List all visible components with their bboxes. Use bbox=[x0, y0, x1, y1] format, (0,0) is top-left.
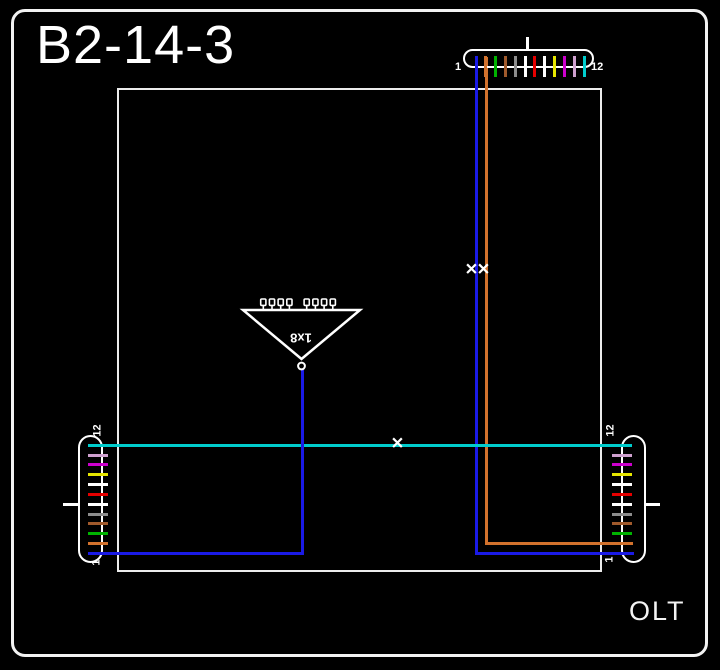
splitter-port-6 bbox=[312, 298, 319, 307]
fiber-tick-8-black bbox=[612, 483, 632, 487]
outer-border bbox=[11, 9, 708, 657]
fiber-tick-9-yellow bbox=[612, 473, 632, 477]
left-connector-label-12: 12 bbox=[91, 424, 104, 437]
left-connector-label-1: 1 bbox=[90, 559, 103, 566]
fiber-tick-3-green bbox=[494, 56, 498, 77]
fiber-tick-4-brown bbox=[88, 522, 108, 526]
fiber-tick-3-green bbox=[88, 532, 108, 536]
page-title: B2-14-3 bbox=[36, 15, 236, 75]
fiber-tick-5-slate bbox=[513, 56, 517, 77]
fiber-tick-10-violet bbox=[88, 463, 108, 467]
top-connector-label-12: 12 bbox=[591, 61, 604, 73]
splitter-triangle bbox=[239, 308, 364, 361]
fiber-tick-1-blue bbox=[612, 551, 632, 555]
fiber-tick-10-violet bbox=[562, 56, 566, 77]
fiber-tick-1-blue bbox=[88, 551, 108, 555]
fiber-tick-11-rose bbox=[88, 453, 108, 457]
fiber-tick-11-rose bbox=[572, 56, 576, 77]
distribution-box-outline bbox=[117, 88, 602, 572]
fiber-tick-1-blue bbox=[474, 56, 478, 77]
fiber-tick-6-white bbox=[523, 56, 527, 77]
right-connector-fiber-ticks bbox=[612, 0, 632, 670]
fiber-tick-11-rose bbox=[612, 453, 632, 457]
splitter-port-3 bbox=[277, 298, 285, 307]
cable-feed-blue-vertical bbox=[474, 57, 478, 554]
cable-splitter-drop-horizontal bbox=[90, 551, 304, 555]
fiber-tick-12-aqua bbox=[88, 443, 108, 447]
cable-feed-orange-horizontal bbox=[484, 541, 633, 545]
fiber-tick-3-green bbox=[612, 532, 632, 536]
top-connector-body bbox=[463, 49, 594, 68]
splitter-port-5 bbox=[303, 298, 311, 307]
fiber-tick-7-red bbox=[612, 492, 632, 496]
fiber-tick-4-brown bbox=[503, 56, 507, 77]
fiber-tick-8-black bbox=[88, 483, 108, 487]
fiber-tick-2-orange bbox=[612, 542, 632, 545]
splice-mark-blue: ✕ bbox=[464, 261, 479, 279]
top-connector-fiber-ticks bbox=[0, 56, 720, 77]
fiber-tick-6-white bbox=[612, 502, 632, 506]
cable-feed-orange-vertical bbox=[484, 57, 488, 544]
fiber-tick-12-aqua bbox=[582, 56, 586, 77]
fiber-tick-12-aqua bbox=[612, 443, 632, 447]
fiber-tick-2-orange bbox=[88, 542, 108, 545]
splitter-input-port bbox=[297, 361, 306, 371]
fiber-tick-5-slate bbox=[88, 512, 108, 516]
fiber-tick-2-orange bbox=[484, 56, 488, 77]
top-connector-label-1: 1 bbox=[455, 61, 462, 73]
left-connector-fiber-ticks bbox=[88, 0, 108, 670]
cable-feed-blue-horizontal bbox=[474, 551, 634, 555]
splitter-port-7 bbox=[320, 298, 328, 307]
fiber-tick-9-yellow bbox=[88, 473, 108, 477]
splice-mark-aqua: ✕ bbox=[390, 435, 405, 453]
olt-label: OLT bbox=[629, 596, 686, 626]
fiber-tick-5-slate bbox=[612, 512, 632, 516]
fiber-tick-6-white bbox=[88, 502, 108, 506]
left-connector-stem bbox=[63, 503, 78, 506]
splitter-port-1 bbox=[259, 298, 267, 307]
cable-splitter-drop-vertical bbox=[300, 369, 304, 553]
splitter-ratio-label: 1x8 bbox=[290, 331, 312, 346]
fiber-tick-7-red bbox=[533, 56, 537, 77]
splitter-port-4 bbox=[285, 298, 293, 307]
right-connector-body bbox=[621, 435, 646, 563]
left-connector-body bbox=[78, 435, 103, 563]
right-connector-label-1: 1 bbox=[603, 556, 616, 563]
splice-mark-orange: ✕ bbox=[476, 261, 491, 279]
fiber-tick-7-red bbox=[88, 492, 108, 496]
top-connector-stem bbox=[526, 37, 529, 50]
right-connector-label-12: 12 bbox=[604, 424, 617, 437]
right-connector-stem bbox=[645, 503, 660, 506]
cable-link-aqua-horizontal bbox=[90, 443, 631, 447]
fiber-tick-8-black bbox=[543, 56, 547, 77]
splitter-port-8 bbox=[329, 298, 337, 307]
splitter-1x8: 1x8 bbox=[239, 298, 364, 371]
splitter-port-2 bbox=[268, 298, 276, 307]
fiber-tick-9-yellow bbox=[553, 56, 557, 77]
fiber-tick-10-violet bbox=[612, 463, 632, 467]
fiber-tick-4-brown bbox=[612, 522, 632, 526]
